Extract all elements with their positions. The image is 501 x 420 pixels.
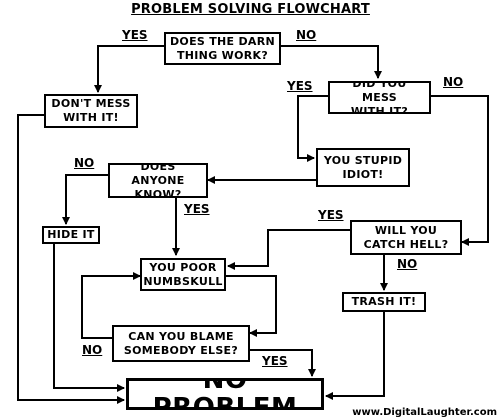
website-credit: www.DigitalLaughter.com	[352, 407, 497, 418]
node-will-you-catch-hell: WILL YOU CATCH HELL?	[350, 220, 462, 255]
node-hide-it: HIDE IT	[42, 226, 100, 244]
label-blame-no: NO	[82, 343, 103, 357]
label-mess-yes: YES	[287, 79, 313, 93]
edge-blame-no	[81, 272, 141, 339]
node-trash-it: TRASH IT!	[342, 292, 426, 312]
node-you-poor-numbskull: YOU POOR NUMBSKULL	[140, 258, 226, 291]
node-does-anyone-know: DOES ANYONE KNOW?	[108, 163, 208, 198]
node-dont-mess-with-it: DON'T MESS WITH IT!	[44, 94, 138, 128]
edge-know-no	[62, 174, 108, 225]
edge-mess-no	[431, 95, 489, 246]
flowchart-title: PROBLEM SOLVING FLOWCHART	[131, 2, 370, 17]
edge-works-yes	[94, 45, 164, 93]
edge-works-no	[281, 45, 382, 79]
node-no-problem: NO PROBLEM	[126, 378, 324, 410]
label-know-yes: YES	[184, 202, 210, 216]
node-did-you-mess-with-it: DID YOU MESS WITH IT?	[328, 81, 431, 114]
label-works-yes: YES	[122, 28, 148, 42]
edge-trash-noproblem	[325, 312, 385, 400]
label-mess-no: NO	[443, 75, 464, 89]
edge-blame-yes	[240, 349, 316, 377]
label-blame-yes: YES	[262, 354, 288, 368]
node-you-stupid-idiot: YOU STUPID IDIOT!	[316, 148, 410, 187]
label-know-no: NO	[74, 156, 95, 170]
edge-numbskull-blame	[226, 275, 277, 337]
node-can-you-blame-somebody-else: CAN YOU BLAME SOMEBODY ELSE?	[112, 325, 250, 362]
edge-hell-yes	[227, 229, 350, 270]
edge-dontmess-noproblem	[17, 114, 125, 404]
node-does-the-darn-thing-work: DOES THE DARN THING WORK?	[164, 32, 281, 65]
label-works-no: NO	[296, 28, 317, 42]
edge-mess-yes	[297, 95, 328, 162]
label-hell-no: NO	[397, 257, 418, 271]
edge-hide-noproblem	[53, 244, 125, 392]
label-hell-yes: YES	[318, 208, 344, 222]
